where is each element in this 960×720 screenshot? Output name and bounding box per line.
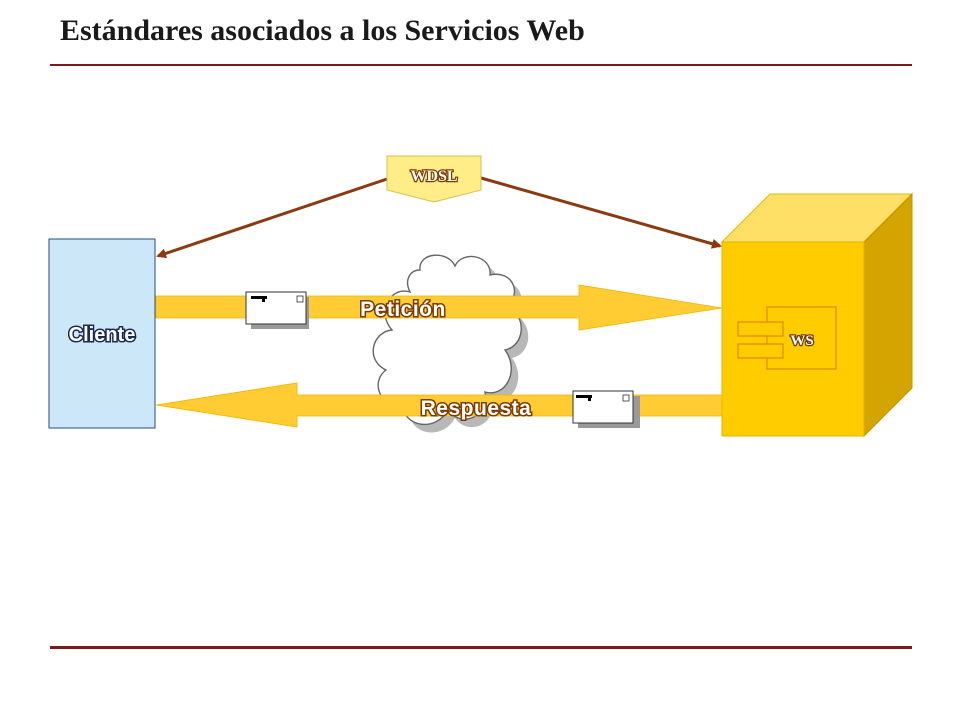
client-label: Cliente [69, 324, 136, 346]
footer-divider [50, 646, 912, 649]
envelope-icon [572, 390, 640, 428]
component-icon: WS [737, 306, 837, 370]
wsdl-link-to-client [156, 176, 391, 259]
wsdl-label: WDSL [410, 168, 457, 185]
wsdl-document: WDSL [386, 155, 482, 203]
wsdl-link-to-server [480, 176, 722, 249]
ws-component-label: WS [790, 333, 813, 349]
client-box: Cliente [48, 238, 156, 429]
request-label: Petición [360, 298, 446, 321]
envelope-icon [245, 291, 309, 329]
slide-title: Estándares asociados a los Servicios Web [60, 14, 585, 47]
server-front-face [721, 241, 865, 437]
response-label: Respuesta [421, 397, 532, 420]
server-box [720, 192, 914, 438]
title-divider [50, 64, 912, 66]
